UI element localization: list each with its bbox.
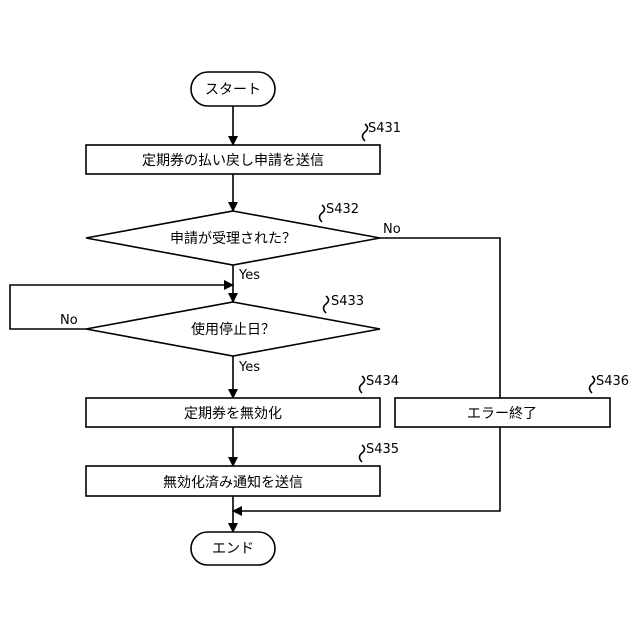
step-id-s436: S436 — [596, 374, 629, 389]
process-s434-label: 定期券を無効化 — [184, 406, 282, 422]
step-id-s435: S435 — [366, 442, 399, 457]
s433-no-label: No — [60, 313, 78, 328]
step-tick-s434 — [360, 376, 365, 393]
s432-yes-label: Yes — [238, 268, 260, 283]
s432-no-label: No — [383, 222, 401, 237]
step-tick-s431 — [363, 124, 368, 141]
decision-s432-label: 申請が受理された？ — [170, 231, 296, 247]
step-id-s432: S432 — [326, 202, 359, 217]
process-s436-label: エラー終了 — [467, 406, 537, 422]
step-id-s434: S434 — [366, 374, 399, 389]
process-s435-label: 無効化済み通知を送信 — [163, 474, 303, 491]
step-tick-s432 — [320, 205, 325, 222]
decision-s433-label: 使用停止日？ — [191, 321, 275, 338]
start-label: スタート — [205, 82, 261, 98]
end-label: エンド — [212, 541, 254, 557]
step-tick-s433 — [324, 296, 329, 313]
step-id-s433: S433 — [331, 294, 364, 309]
s433-yes-label: Yes — [238, 360, 260, 375]
step-id-s431: S431 — [368, 121, 401, 136]
step-tick-s435 — [360, 445, 365, 462]
step-tick-s436 — [590, 376, 595, 393]
process-s431-label: 定期券の払い戻し申請を送信 — [142, 153, 324, 169]
